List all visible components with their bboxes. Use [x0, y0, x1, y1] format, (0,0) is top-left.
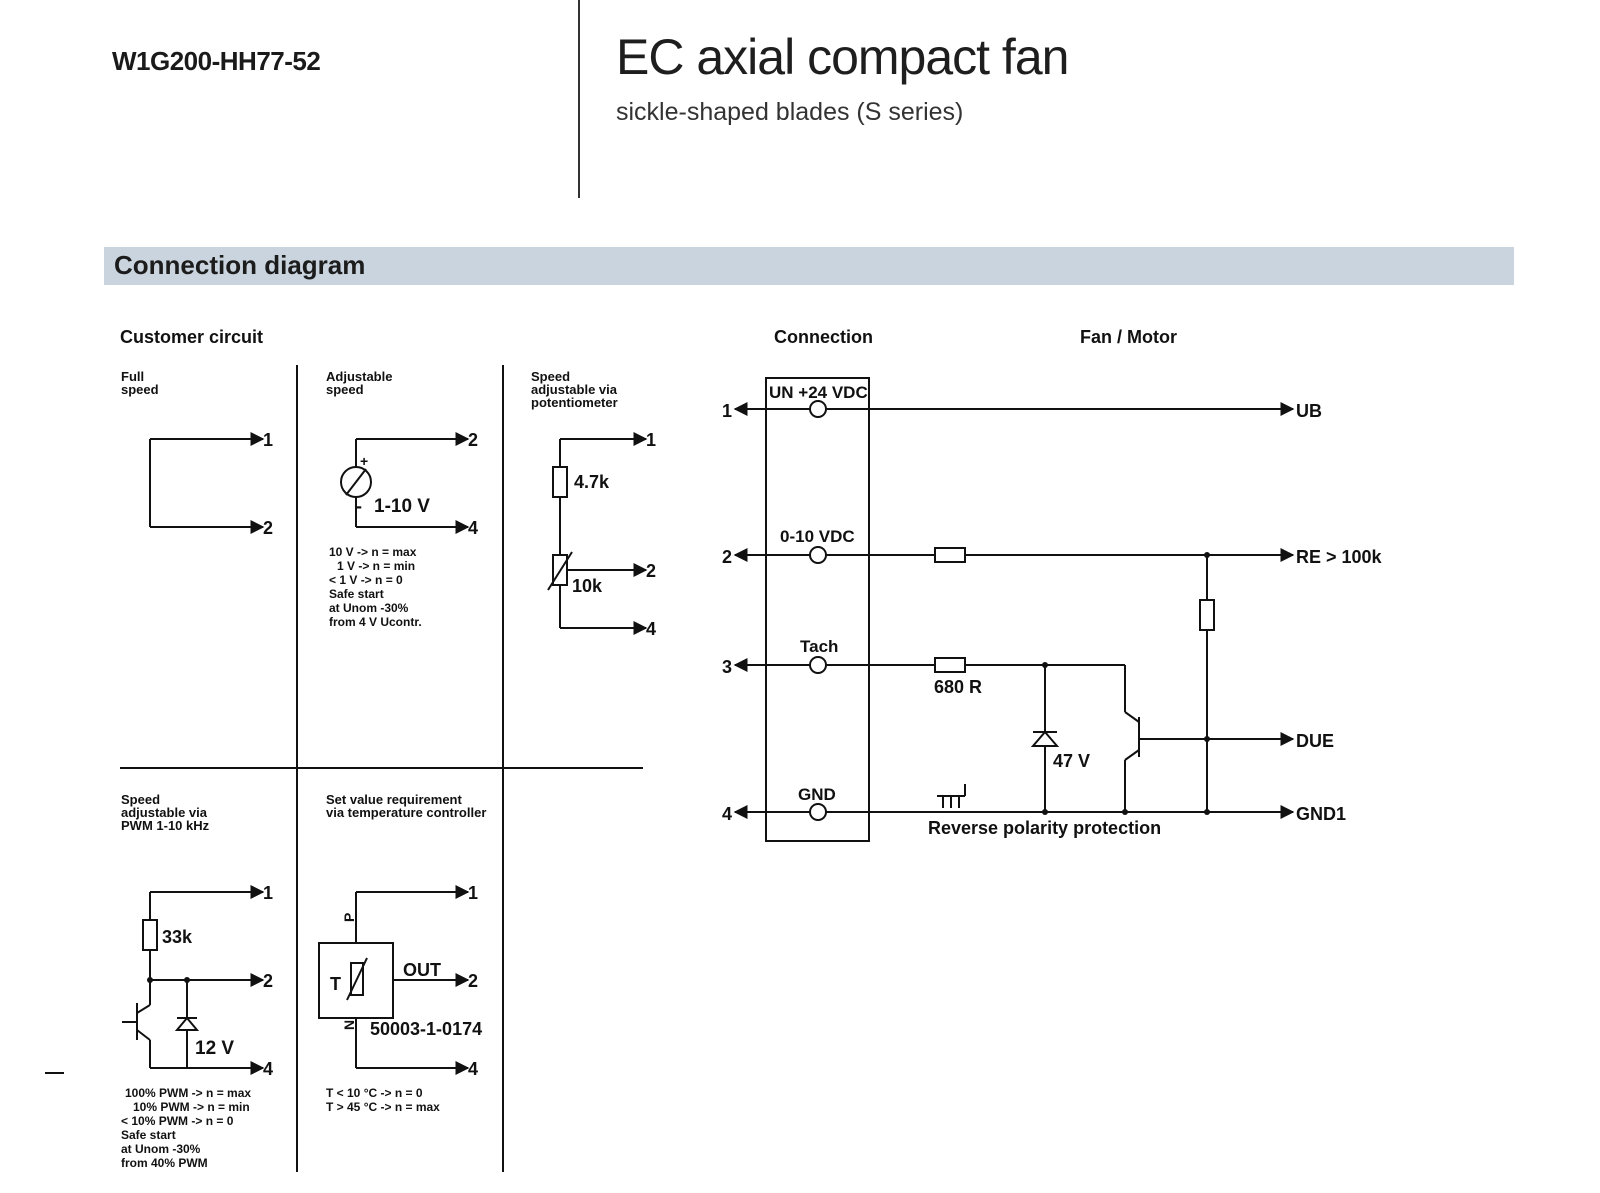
header-divider [578, 0, 580, 198]
pwm-zener-label: 12 V [195, 1038, 234, 1059]
temp-pin-1: 1 [468, 883, 478, 903]
adjustable-minus: - [356, 496, 362, 516]
full-speed-pin-2: 2 [263, 518, 273, 538]
full-speed-label-1: Full [121, 369, 144, 384]
adjustable-note-4: Safe start [329, 587, 384, 601]
adjustable-note-5: at Unom -30% [329, 601, 409, 615]
terminal-4-name: GND [798, 785, 836, 804]
adjustable-pin-2: 2 [468, 430, 478, 450]
pwm-note-5: at Unom -30% [121, 1142, 201, 1156]
full-speed-circuit [149, 432, 265, 534]
temp-note-2: T > 45 °C -> n = max [326, 1100, 440, 1114]
zener-47v-label: 47 V [1053, 751, 1090, 771]
pwm-resistor-label: 33k [162, 927, 193, 947]
pot-pin-1: 1 [646, 430, 656, 450]
pwm-note-1: 100% PWM -> n = max [125, 1086, 251, 1100]
temperature-controller-circuit [318, 885, 470, 1075]
temp-label-1: Set value requirement [326, 792, 462, 807]
tach-resistor-label: 680 R [934, 677, 982, 697]
pwm-pin-4: 4 [263, 1059, 273, 1079]
pwm-circuit [122, 885, 265, 1075]
fan-motor-heading: Fan / Motor [1080, 327, 1177, 347]
connection-heading: Connection [774, 327, 873, 347]
page-title: EC axial compact fan [616, 29, 1069, 85]
terminal-4-pin: 4 [722, 804, 732, 824]
pot-label-2: adjustable via [531, 382, 618, 397]
pwm-pin-1: 1 [263, 883, 273, 903]
temp-note-1: T < 10 °C -> n = 0 [326, 1086, 423, 1100]
terminal-1-name: UN +24 VDC [769, 383, 868, 402]
customer-circuit-heading: Customer circuit [120, 327, 263, 347]
temp-label-2: via temperature controller [326, 805, 486, 820]
adjustable-voltage-source [340, 432, 470, 534]
connection-wiring [733, 400, 1295, 821]
pwm-note-6: from 40% PWM [121, 1156, 208, 1170]
terminal-3-pin: 3 [722, 657, 732, 677]
temp-p-label: P [341, 913, 357, 922]
adjustable-note-3: < 1 V -> n = 0 [329, 573, 403, 587]
page-subtitle: sickle-shaped blades (S series) [616, 98, 964, 126]
pot-pin-4: 4 [646, 619, 656, 639]
adjustable-note-2: 1 V -> n = min [337, 559, 415, 573]
adjustable-pin-4: 4 [468, 518, 478, 538]
temp-part-number: 50003-1-0174 [370, 1019, 482, 1039]
potentiometer-circuit [547, 432, 648, 635]
pot-r2-label: 10k [572, 576, 603, 596]
temp-t-label: T [330, 974, 341, 994]
terminal-1-pin: 1 [722, 401, 732, 421]
pwm-note-3: < 10% PWM -> n = 0 [121, 1114, 234, 1128]
terminal-2-out: RE > 100k [1296, 547, 1383, 567]
adjustable-label-2: speed [326, 382, 364, 397]
model-number: W1G200-HH77-52 [112, 46, 321, 76]
section-title: Connection diagram [114, 250, 366, 280]
pwm-label-2: adjustable via [121, 805, 208, 820]
terminal-4-out: GND1 [1296, 804, 1346, 824]
full-speed-pin-1: 1 [263, 430, 273, 450]
terminal-2-name: 0-10 VDC [780, 527, 855, 546]
temp-n-label: N [341, 1020, 357, 1030]
temp-pin-4: 4 [468, 1059, 478, 1079]
pot-pin-2: 2 [646, 561, 656, 581]
temp-pin-2: 2 [468, 971, 478, 991]
terminal-block [765, 377, 870, 842]
pot-r1-label: 4.7k [574, 472, 610, 492]
terminal-2-pin: 2 [722, 547, 732, 567]
pwm-label-3: PWM 1-10 kHz [121, 818, 210, 833]
adjustable-voltage: 1-10 V [374, 496, 430, 517]
adjustable-label-1: Adjustable [326, 369, 392, 384]
adjustable-note-1: 10 V -> n = max [329, 545, 417, 559]
full-speed-label-2: speed [121, 382, 159, 397]
terminal-1-out: UB [1296, 401, 1322, 421]
adjustable-plus: + [360, 453, 368, 469]
reverse-polarity-label: Reverse polarity protection [928, 818, 1161, 838]
terminal-3-out: DUE [1296, 731, 1334, 751]
adjustable-note-6: from 4 V Ucontr. [329, 615, 422, 629]
section-bar: Connection diagram [104, 247, 1514, 285]
pwm-note-4: Safe start [121, 1128, 176, 1142]
pwm-pin-2: 2 [263, 971, 273, 991]
pwm-label-1: Speed [121, 792, 160, 807]
pot-label-1: Speed [531, 369, 570, 384]
temp-out-label: OUT [403, 960, 441, 980]
terminal-3-name: Tach [800, 637, 838, 656]
pot-label-3: potentiometer [531, 395, 618, 410]
pwm-note-2: 10% PWM -> n = min [133, 1100, 250, 1114]
